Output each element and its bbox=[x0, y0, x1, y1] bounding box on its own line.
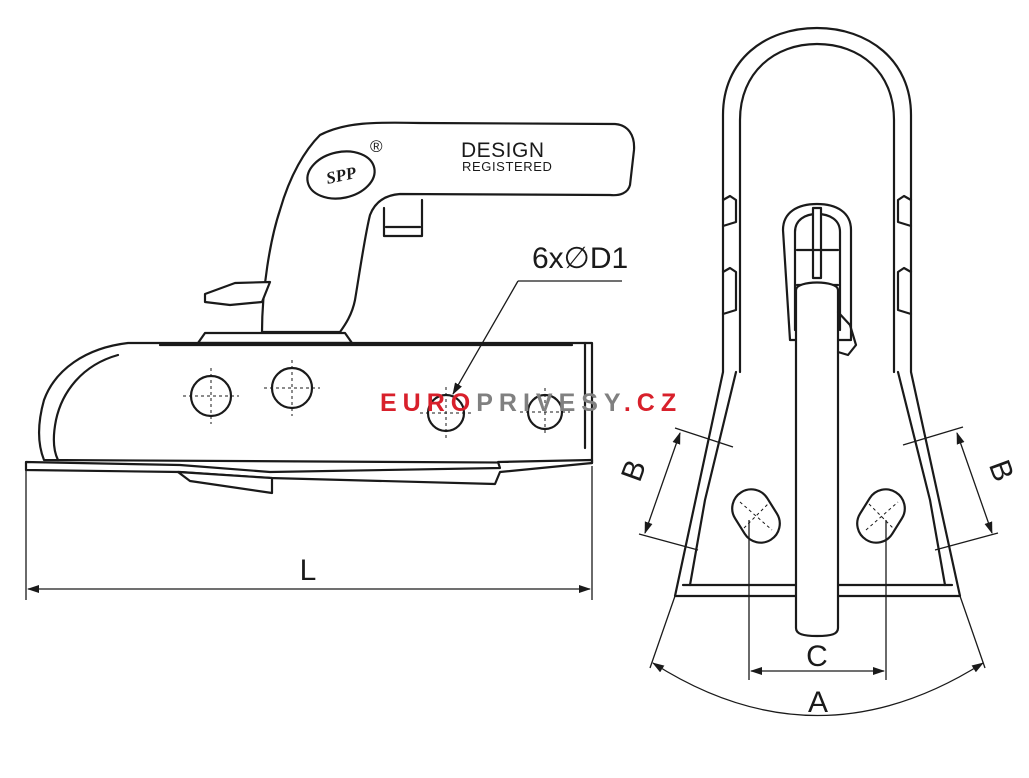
dim-b-left-ext-bottom bbox=[638, 533, 699, 551]
handle-base bbox=[196, 331, 354, 345]
front-view: C A B B bbox=[615, 26, 1020, 719]
dim-b-right-ext-top bbox=[902, 426, 964, 446]
watermark: EUROPRIVESY.CZ bbox=[380, 389, 682, 417]
watermark-part-cz: .CZ bbox=[624, 389, 682, 417]
dim-a-arc bbox=[652, 662, 984, 717]
hood-rib-right-2 bbox=[896, 266, 913, 316]
flank-right-inner bbox=[896, 370, 947, 587]
side-view: SPP ® DESIGN REGISTERED bbox=[24, 121, 636, 600]
dim-c-label: C bbox=[806, 640, 828, 673]
dim-a-ext-left bbox=[649, 595, 676, 669]
hood-inner bbox=[738, 42, 896, 374]
watermark-part-euro: EURO bbox=[380, 389, 476, 417]
hood-rib-right-1 bbox=[896, 194, 913, 228]
dim-b-right-ext-bottom bbox=[934, 532, 999, 551]
dim-b-left-label: B bbox=[615, 456, 653, 486]
handle-front-body bbox=[794, 281, 840, 638]
release-wing bbox=[203, 280, 272, 307]
mount-hole-2 bbox=[264, 360, 320, 416]
mount-hole-4 bbox=[520, 388, 570, 436]
slot-hole-left bbox=[731, 488, 781, 544]
handle-front-latch bbox=[836, 310, 858, 357]
dim-b-right-line bbox=[956, 432, 993, 534]
watermark-text: EUROPRIVESY.CZ bbox=[380, 389, 682, 417]
flank-left-inner bbox=[688, 370, 738, 587]
callout-leader bbox=[452, 280, 519, 395]
design-label: DESIGN bbox=[461, 139, 545, 162]
dim-b-left-line bbox=[644, 432, 681, 534]
slot-hole-right bbox=[856, 488, 906, 544]
registered-mark: ® bbox=[370, 137, 383, 156]
base-plate bbox=[24, 458, 594, 486]
hole-callout: 6x∅D1 bbox=[532, 242, 628, 275]
base-plate-lower bbox=[176, 470, 274, 495]
dim-a-label: A bbox=[808, 686, 828, 719]
dim-l-label: L bbox=[300, 554, 317, 587]
dim-a-ext-right bbox=[959, 595, 986, 669]
mount-hole-3 bbox=[420, 387, 472, 439]
coupling-body bbox=[38, 341, 594, 465]
hood-rib-left-1 bbox=[721, 194, 738, 228]
mount-hole-1 bbox=[183, 368, 239, 424]
handle-front-rib bbox=[811, 206, 823, 280]
handle-tab bbox=[382, 198, 424, 238]
hood-rib-left-2 bbox=[721, 266, 738, 316]
body-front-curve bbox=[52, 353, 120, 462]
dim-b-right-label: B bbox=[982, 456, 1020, 486]
handle-lever bbox=[260, 121, 636, 334]
dim-b-left-ext-top bbox=[674, 427, 734, 448]
watermark-part-privesy: PRIVESY bbox=[476, 389, 624, 417]
registered-label: REGISTERED bbox=[462, 159, 553, 174]
